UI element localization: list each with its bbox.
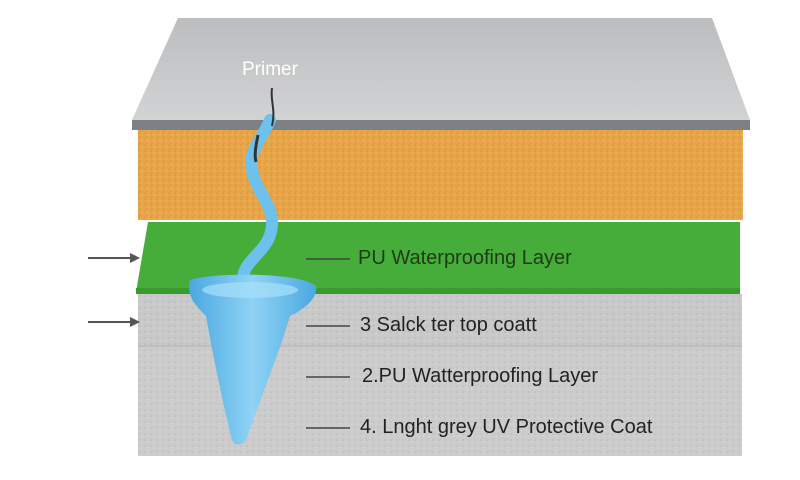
orange-layer <box>138 130 743 220</box>
pu-waterproofing-label: PU Waterproofing Layer <box>358 247 572 269</box>
layer-3-label: 3 Salck ter top coatt <box>360 314 537 336</box>
arrow-right-icon <box>88 253 140 263</box>
water-drip-icon <box>189 114 317 445</box>
arrow-right-icon <box>88 317 140 327</box>
primer-label: Primer <box>242 59 298 80</box>
top-surface-edge <box>132 120 750 130</box>
layer-2-label: 2.PU Watterproofing Layer <box>362 365 599 387</box>
layer-4-label: 4. Lnght grey UV Protective Coat <box>360 416 653 438</box>
primer-pointer <box>270 87 275 127</box>
top-surface <box>132 18 750 120</box>
green-pu-layer <box>136 222 740 292</box>
green-pu-layer-edge <box>136 288 740 294</box>
